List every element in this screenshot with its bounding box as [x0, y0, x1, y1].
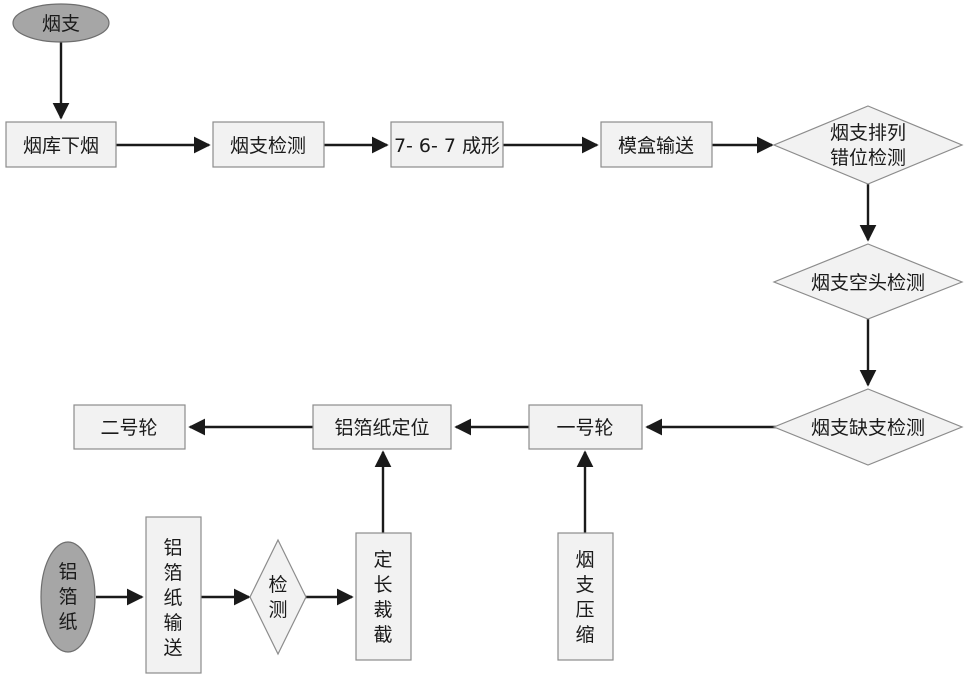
node-yanku-xiayan-label: 烟库下烟	[23, 135, 99, 157]
node-dingchang-caijie-char-1: 定	[373, 549, 392, 571]
node-mohe-shusong-label: 模盒输送	[618, 135, 694, 157]
node-kongtou-jiance-label: 烟支空头检测	[811, 272, 925, 294]
node-yanzhi-jiance-label: 烟支检测	[230, 135, 306, 157]
node-yanzhi-yasuo-char-3: 压	[575, 599, 594, 621]
node-lvbozhi-char-1: 铝	[58, 561, 77, 583]
node-yihaolun: 一号轮	[528, 404, 643, 450]
node-yanzhi-yasuo-char-4: 缩	[575, 624, 594, 646]
node-erhaolun-label: 二号轮	[100, 417, 157, 439]
node-yanzhi-yasuo: 烟 支 压 缩	[557, 532, 614, 661]
node-yanzhi-label: 烟支	[42, 13, 80, 35]
node-quezhi-jiance-label: 烟支缺支检测	[811, 417, 925, 439]
node-yanzhi: 烟支	[12, 3, 110, 43]
node-dingchang-caijie-char-4: 截	[373, 624, 392, 646]
node-lvbozhi-shusong-char-1: 铝	[163, 537, 182, 559]
node-pailie-cuowei-label-2: 错位检测	[830, 147, 906, 169]
edges	[52, 42, 877, 606]
node-dingchang-caijie-char-2: 长	[373, 574, 392, 596]
node-dingchang-caijie-char-3: 裁	[373, 599, 392, 621]
node-quezhi-jiance: 烟支缺支检测	[772, 388, 964, 466]
node-yanku-xiayan: 烟库下烟	[5, 121, 117, 168]
node-lvbozhi-dingwei: 铝箔纸定位	[312, 404, 452, 450]
node-pailie-cuowei-label-1: 烟支排列	[830, 122, 906, 144]
node-erhaolun: 二号轮	[73, 404, 186, 450]
node-kongtou-jiance: 烟支空头检测	[772, 243, 964, 320]
node-jiance-char-2: 测	[268, 599, 287, 621]
node-yanzhi-jiance: 烟支检测	[212, 121, 325, 168]
node-chengxing-label: 7- 6- 7 成形	[394, 135, 500, 157]
node-lvbozhi-shusong-char-4: 输	[163, 612, 182, 634]
node-pailie-cuowei: 烟支排列 错位检测	[772, 105, 964, 185]
node-mohe-shusong: 模盒输送	[600, 121, 713, 168]
node-lvbozhi: 铝 箔 纸	[40, 541, 96, 653]
node-jiance-char-1: 检	[268, 574, 287, 596]
node-lvbozhi-shusong-char-5: 送	[163, 637, 182, 659]
node-jiance: 检 测	[249, 538, 307, 656]
node-yihaolun-label: 一号轮	[556, 417, 613, 439]
node-lvbozhi-shusong-char-2: 箔	[163, 562, 182, 584]
node-yanzhi-yasuo-char-1: 烟	[575, 549, 594, 571]
node-lvbozhi-dingwei-label: 铝箔纸定位	[334, 417, 429, 439]
node-dingchang-caijie: 定 长 裁 截	[355, 532, 412, 661]
node-lvbozhi-shusong: 铝 箔 纸 输 送	[145, 516, 202, 674]
node-lvbozhi-char-3: 纸	[58, 611, 77, 633]
node-lvbozhi-char-2: 箔	[58, 586, 77, 608]
node-chengxing: 7- 6- 7 成形	[390, 121, 504, 168]
node-lvbozhi-shusong-char-3: 纸	[163, 587, 182, 609]
node-yanzhi-yasuo-char-2: 支	[575, 574, 594, 596]
